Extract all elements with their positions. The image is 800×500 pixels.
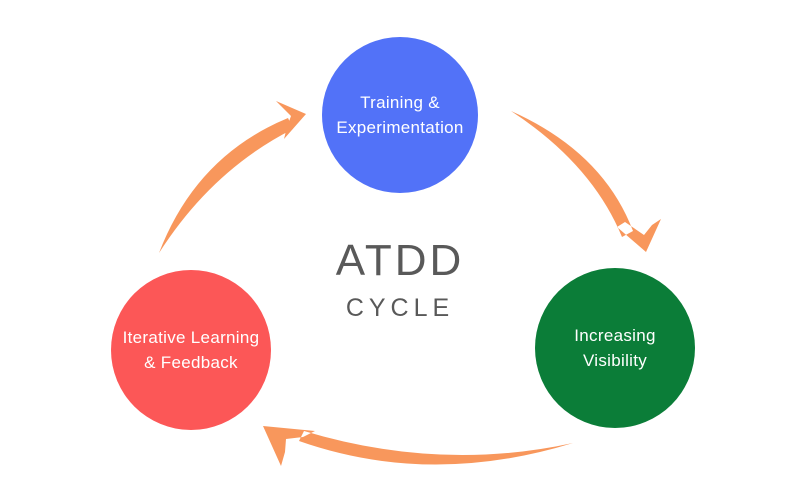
diagram-title: ATDD CYCLE: [0, 239, 800, 321]
diagram-title-subtitle: CYCLE: [345, 294, 455, 322]
cycle-node-visibility-label: Increasing Visibility: [574, 325, 656, 371]
arrow-visibility-to-learning: [263, 426, 573, 466]
cycle-node-learning: Iterative Learning & Feedback: [111, 270, 271, 430]
arrow-learning-to-training: [159, 101, 306, 253]
arrow-training-to-visibility: [511, 111, 661, 252]
diagram-title-text: ATDD: [335, 236, 465, 285]
cycle-node-visibility: Increasing Visibility: [535, 268, 695, 428]
cycle-node-training-label: Training & Experimentation: [336, 92, 464, 138]
cycle-node-learning-label: Iterative Learning & Feedback: [122, 327, 260, 373]
cycle-node-training: Training & Experimentation: [322, 37, 478, 193]
